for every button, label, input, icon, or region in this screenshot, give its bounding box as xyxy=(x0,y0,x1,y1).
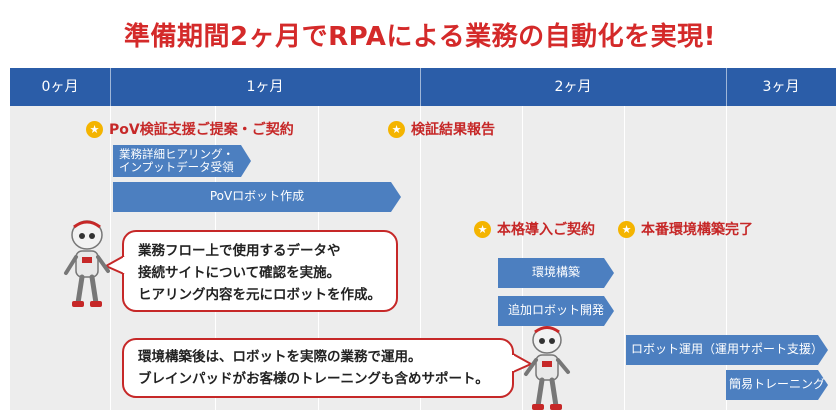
grid-line xyxy=(726,106,727,410)
grid-line xyxy=(110,106,111,410)
milestone-label: 本番環境構築完了 xyxy=(641,222,753,238)
milestone-label: PoV検証支援ご提案・ご契約 xyxy=(109,122,294,138)
task-simple-training: 簡易トレーニング xyxy=(726,370,828,400)
bubble-line: 業務フロー上で使用するデータや xyxy=(138,243,341,259)
grid-line xyxy=(420,106,421,410)
month-3: 3ヶ月 xyxy=(762,79,800,95)
month-1: 1ヶ月 xyxy=(246,79,284,95)
milestone-label: 本格導入ご契約 xyxy=(497,222,595,238)
speech-bubble-operation: 環境構築後は、ロボットを実際の業務で運用。 ブレインパッドがお客様のトレーニング… xyxy=(122,338,514,398)
robot-icon xyxy=(524,326,570,410)
header-divider xyxy=(110,68,111,106)
milestone-production-env: ★ 本番環境構築完了 xyxy=(618,219,753,239)
bubble-line: 接続サイトについて確認を実施。 xyxy=(138,265,341,281)
milestone-pov-contract: ★ PoV検証支援ご提案・ご契約 xyxy=(86,119,294,139)
task-hearing: 業務詳細ヒアリング・ インプットデータ受領 xyxy=(113,145,251,177)
milestone-verification-report: ★ 検証結果報告 xyxy=(388,119,495,139)
bubble-line: 環境構築後は、ロボットを実際の業務で運用。 xyxy=(138,349,422,365)
star-icon: ★ xyxy=(618,220,635,238)
header-divider xyxy=(420,68,421,106)
task-pov-robot: PoVロボット作成 xyxy=(113,182,401,212)
task-additional-robot: 追加ロボット開発 xyxy=(498,296,614,326)
grid-line xyxy=(624,106,625,410)
month-0: 0ヶ月 xyxy=(41,79,79,95)
bubble-line: ヒアリング内容を元にロボットを作成。 xyxy=(138,287,381,303)
month-2: 2ヶ月 xyxy=(554,79,592,95)
task-robot-operation: ロボット運用（運用サポート支援） xyxy=(626,335,828,365)
star-icon: ★ xyxy=(474,220,491,238)
task-env-build: 環境構築 xyxy=(498,258,614,288)
milestone-label: 検証結果報告 xyxy=(411,122,495,138)
bubble-line: ブレインパッドがお客様のトレーニングも含めサポート。 xyxy=(138,371,489,387)
timeline-header: 0ヶ月 1ヶ月 2ヶ月 3ヶ月 xyxy=(10,68,836,106)
robot-icon xyxy=(64,220,110,307)
milestone-full-contract: ★ 本格導入ご契約 xyxy=(474,219,595,239)
speech-bubble-hearing: 業務フロー上で使用するデータや 接続サイトについて確認を実施。 ヒアリング内容を… xyxy=(122,230,398,312)
header-divider xyxy=(726,68,727,106)
star-icon: ★ xyxy=(86,120,103,138)
page-title: 準備期間2ヶ月でRPAによる業務の自動化を実現! xyxy=(124,22,716,52)
star-icon: ★ xyxy=(388,120,405,138)
